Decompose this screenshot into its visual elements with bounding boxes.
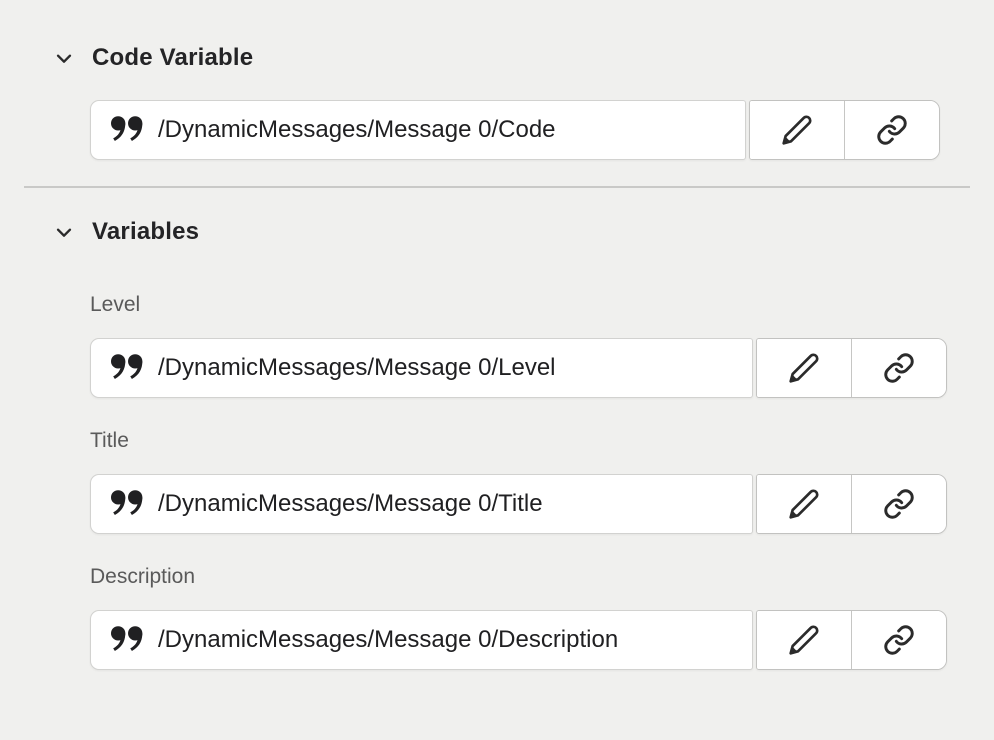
double-quotes-icon — [111, 625, 144, 655]
double-quotes-icon — [111, 489, 144, 519]
section-variables: Variables Level /DynamicMessages/Message… — [0, 218, 994, 670]
code-binding-input[interactable]: /DynamicMessages/Message 0/Code — [90, 100, 746, 160]
section-divider — [24, 186, 970, 188]
link-icon — [883, 624, 915, 656]
binding-actions — [749, 100, 940, 160]
double-quotes-icon — [111, 115, 144, 145]
link-binding-button[interactable] — [844, 101, 939, 159]
binding-path-text: /DynamicMessages/Message 0/Level — [158, 354, 556, 381]
binding-path-text: /DynamicMessages/Message 0/Description — [158, 626, 619, 653]
title-binding-input[interactable]: /DynamicMessages/Message 0/Title — [90, 474, 753, 534]
section-header-variables[interactable]: Variables — [0, 218, 994, 246]
edit-binding-button[interactable] — [757, 611, 851, 669]
link-icon — [883, 352, 915, 384]
edit-binding-button[interactable] — [757, 339, 851, 397]
description-binding-input[interactable]: /DynamicMessages/Message 0/Description — [90, 610, 753, 670]
link-binding-button[interactable] — [851, 611, 946, 669]
field-label-level: Level — [90, 293, 141, 316]
field-label-title: Title — [90, 429, 129, 452]
link-icon — [876, 114, 908, 146]
binding-path-text: /DynamicMessages/Message 0/Title — [158, 490, 543, 517]
binding-row-title: /DynamicMessages/Message 0/Title — [90, 474, 947, 534]
pencil-icon — [788, 352, 820, 384]
edit-binding-button[interactable] — [750, 101, 844, 159]
pencil-icon — [788, 624, 820, 656]
section-header-code-variable[interactable]: Code Variable — [0, 44, 994, 72]
level-binding-input[interactable]: /DynamicMessages/Message 0/Level — [90, 338, 753, 398]
pencil-icon — [781, 114, 813, 146]
link-icon — [883, 488, 915, 520]
binding-path-text: /DynamicMessages/Message 0/Code — [158, 116, 556, 143]
field-label-description: Description — [90, 565, 196, 588]
binding-actions — [756, 474, 947, 534]
section-title: Code Variable — [92, 44, 254, 71]
pencil-icon — [788, 488, 820, 520]
binding-row-description: /DynamicMessages/Message 0/Description — [90, 610, 947, 670]
link-binding-button[interactable] — [851, 475, 946, 533]
binding-actions — [756, 610, 947, 670]
binding-row-level: /DynamicMessages/Message 0/Level — [90, 338, 947, 398]
section-code-variable: Code Variable /DynamicMessages/Message 0… — [0, 44, 994, 160]
edit-binding-button[interactable] — [757, 475, 851, 533]
chevron-down-icon — [52, 46, 76, 70]
binding-row-code: /DynamicMessages/Message 0/Code — [90, 100, 940, 160]
link-binding-button[interactable] — [851, 339, 946, 397]
chevron-down-icon — [52, 220, 76, 244]
binding-actions — [756, 338, 947, 398]
double-quotes-icon — [111, 353, 144, 383]
section-title: Variables — [92, 218, 200, 245]
variable-bindings-panel: Code Variable /DynamicMessages/Message 0… — [0, 44, 994, 740]
